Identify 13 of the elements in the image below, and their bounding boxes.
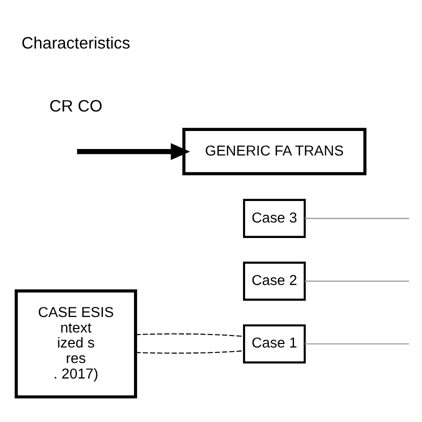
connector xyxy=(136,332,244,337)
connector xyxy=(304,342,410,344)
connector xyxy=(136,350,244,354)
connector xyxy=(304,217,410,218)
node-box: CASE ESIS ntext ized s res . 2017) xyxy=(14,288,138,398)
node-box: Case 3 xyxy=(243,198,306,238)
node-box: Case 2 xyxy=(243,261,306,300)
label: Characteristics xyxy=(22,34,130,52)
node-box: GENERIC FA TRANS xyxy=(182,127,366,175)
node-box: Case 1 xyxy=(243,324,306,363)
connector xyxy=(304,280,410,282)
label: CR CO xyxy=(49,96,102,115)
arrow xyxy=(77,142,190,160)
